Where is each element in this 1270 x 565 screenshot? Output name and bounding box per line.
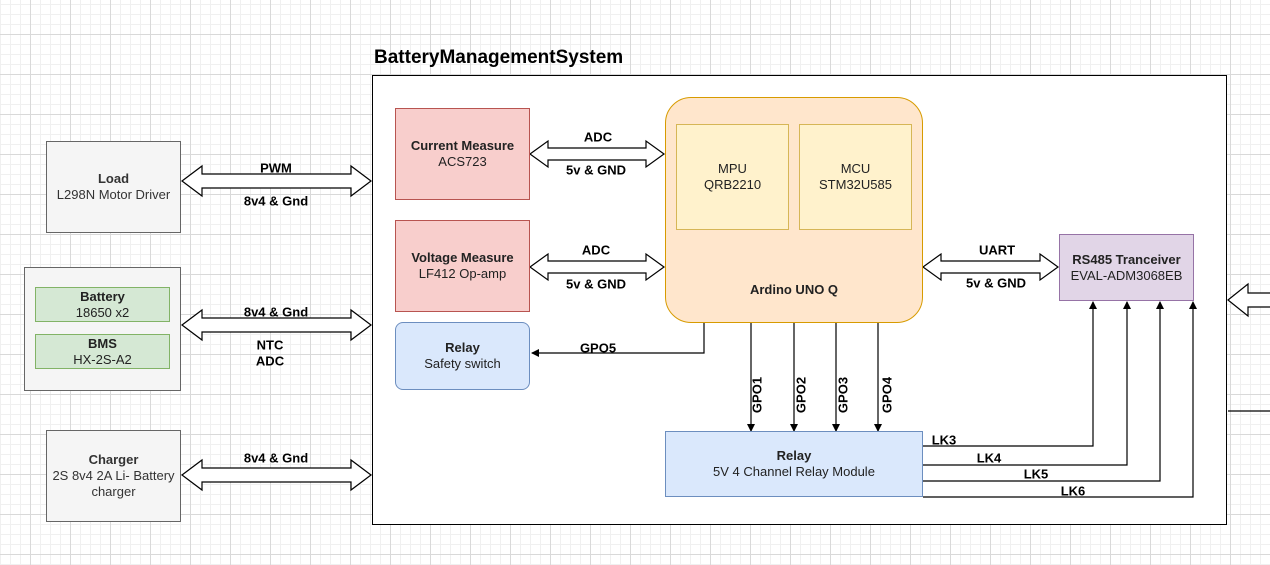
battery-subtitle: 18650 x2	[75, 304, 130, 320]
relay-module-title: Relay	[776, 448, 812, 463]
arduino-title: Ardino UNO Q	[749, 282, 839, 297]
gpo4-label: GPO4	[879, 376, 895, 414]
mcu-subtitle: STM32U585	[819, 177, 892, 192]
gpo5-label: GPO5	[579, 340, 617, 356]
gpo3-label: GPO3	[835, 376, 851, 414]
battery-bus-arrow	[181, 308, 372, 342]
external-bus-arrow	[1227, 282, 1270, 318]
load-block: Load L298N Motor Driver	[46, 141, 181, 233]
current-measure-block: Current Measure ACS723	[395, 108, 530, 200]
relay-safety-title: Relay	[445, 340, 480, 355]
lk4-label: LK4	[976, 450, 1002, 466]
mpu-subtitle: QRB2210	[703, 177, 762, 192]
battery-pack-group	[24, 267, 181, 391]
battery-link-ntc-label: NTC	[256, 337, 284, 353]
load-bus-arrow	[181, 164, 372, 198]
load-title: Load	[97, 171, 130, 186]
lk3-wire	[923, 301, 1097, 447]
bms-subtitle: HX-2S-A2	[73, 351, 132, 367]
relay-safety-subtitle: Safety switch	[424, 356, 501, 371]
voltage-measure-title: Voltage Measure	[411, 250, 514, 265]
lk3-label: LK3	[931, 432, 957, 448]
load-link-bottom-label: 8v4 & Gnd	[243, 193, 309, 209]
mcu-block: MCU STM32U585	[799, 124, 912, 230]
rs485-block: RS485 Tranceiver EVAL-ADM3068EB	[1059, 234, 1194, 301]
load-subtitle: L298N Motor Driver	[56, 187, 171, 202]
relay-module-subtitle: 5V 4 Channel Relay Module	[713, 464, 875, 479]
charger-block: Charger 2S 8v4 2A Li- Battery charger	[46, 430, 181, 522]
current-link-top-label: ADC	[583, 129, 613, 145]
system-title: BatteryManagementSystem	[374, 47, 624, 68]
current-link-bottom-label: 5v & GND	[566, 162, 626, 178]
voltage-measure-subtitle: LF412 Op-amp	[418, 266, 507, 281]
rs485-bus-arrow	[921, 252, 1060, 282]
battery-block: Battery 18650 x2	[35, 287, 170, 322]
voltage-bus-arrow	[528, 252, 666, 282]
gpo1-label: GPO1	[749, 376, 765, 414]
mpu-title: MPU	[718, 161, 747, 176]
battery-link-top-label: 8v4 & Gnd	[243, 304, 309, 320]
gpo5-wire	[531, 323, 705, 357]
relay-module-block: Relay 5V 4 Channel Relay Module	[665, 431, 923, 497]
charger-link-label: 8v4 & Gnd	[243, 450, 309, 466]
current-measure-subtitle: ACS723	[438, 154, 487, 169]
current-measure-title: Current Measure	[410, 138, 515, 153]
bms-block: BMS HX-2S-A2	[35, 334, 170, 369]
voltage-measure-block: Voltage Measure LF412 Op-amp	[395, 220, 530, 312]
current-bus-arrow	[528, 139, 666, 169]
rs485-title: RS485 Tranceiver	[1072, 251, 1181, 267]
battery-link-adc-label: ADC	[255, 353, 285, 369]
lk6-label: LK6	[1060, 483, 1086, 499]
lk6-wire	[923, 301, 1197, 498]
charger-title: Charger	[88, 452, 139, 467]
charger-subtitle: 2S 8v4 2A Li- Battery charger	[52, 468, 175, 499]
voltage-link-top-label: ADC	[581, 242, 611, 258]
rs485-link-bottom-label: 5v & GND	[966, 275, 1026, 291]
bms-title: BMS	[88, 335, 117, 351]
mpu-block: MPU QRB2210	[676, 124, 789, 230]
gpo2-label: GPO2	[793, 376, 809, 414]
rs485-link-top-label: UART	[978, 242, 1016, 258]
charger-bus-arrow	[181, 458, 372, 492]
lk5-label: LK5	[1023, 466, 1049, 482]
voltage-link-bottom-label: 5v & GND	[566, 276, 626, 292]
lk4-wire	[923, 301, 1131, 466]
battery-title: Battery	[80, 288, 125, 304]
load-link-top-label: PWM	[260, 160, 292, 176]
relay-safety-block: Relay Safety switch	[395, 322, 530, 390]
rs485-subtitle: EVAL-ADM3068EB	[1070, 267, 1183, 283]
mcu-title: MCU	[840, 161, 871, 176]
lk5-wire	[923, 301, 1164, 482]
